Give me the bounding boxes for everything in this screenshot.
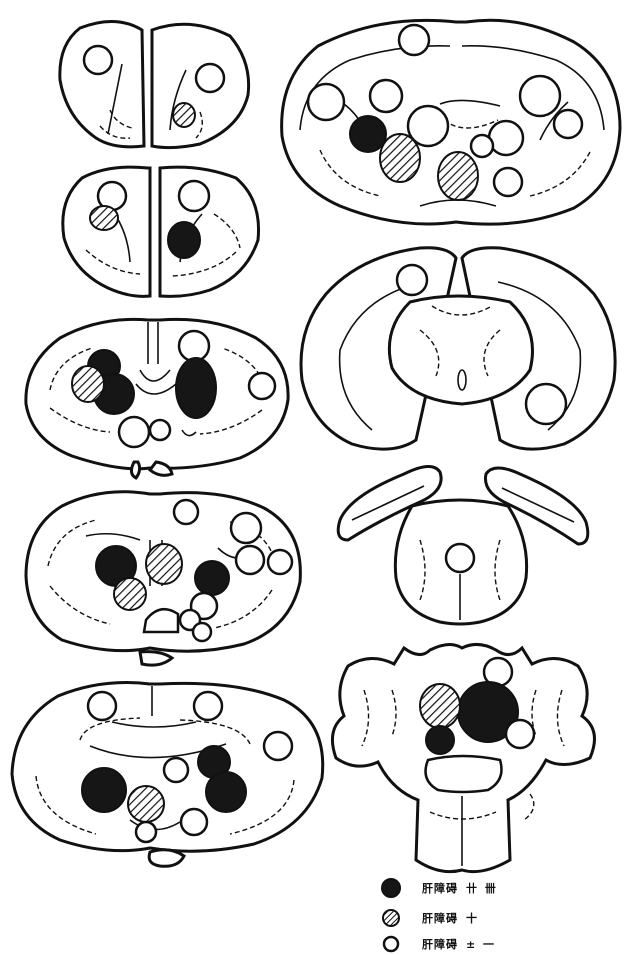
lesion-black	[350, 116, 386, 152]
lesion-white	[268, 550, 292, 574]
lesion-white	[179, 331, 209, 361]
legend-grade: ± 一	[466, 936, 496, 952]
section-left-5	[12, 683, 323, 867]
lesion-white	[88, 692, 116, 720]
lesion-hatched	[72, 366, 104, 402]
lesion-white	[194, 692, 222, 720]
lesion-hatched	[173, 103, 195, 127]
lesion-hatched	[114, 578, 146, 610]
lesion-white	[249, 373, 275, 399]
lesion-hatched	[146, 544, 182, 584]
lesion-white	[181, 809, 207, 835]
lesion-white	[426, 756, 502, 792]
lesion-white	[84, 46, 112, 74]
legend-grade: 卄 卌	[466, 880, 498, 896]
lesion-white	[554, 110, 582, 138]
lesion-white	[494, 168, 522, 196]
lesion-white	[506, 720, 534, 748]
lesion-white	[236, 546, 264, 574]
lesion-white	[119, 417, 149, 447]
section-right-2	[301, 248, 615, 449]
legend-severe: 肝障碍 卄 卌	[380, 877, 498, 899]
lesion-hatched	[438, 152, 478, 200]
legend-grade: 十	[466, 910, 479, 926]
lesion-white	[136, 822, 156, 842]
lesion-white	[520, 76, 560, 116]
section-left-1	[60, 21, 249, 147]
lesion-white	[399, 25, 429, 55]
lesion-black	[82, 768, 126, 812]
lesion-black	[206, 772, 246, 812]
section-right-3	[338, 466, 588, 624]
lesion-hatched	[128, 786, 164, 822]
black-circle-icon	[380, 877, 402, 899]
lesion-black	[426, 726, 454, 754]
lesion-white	[526, 384, 566, 424]
lesion-white	[174, 500, 198, 524]
lesion-white	[150, 420, 170, 440]
legend-label: 肝障碍	[422, 880, 458, 896]
lesion-white	[397, 265, 427, 295]
lesion-white	[264, 732, 292, 760]
section-left-2	[63, 167, 259, 296]
lesion-white	[179, 181, 209, 211]
lesion-hatched	[380, 134, 420, 182]
lesion-black	[168, 222, 200, 258]
legend-label: 肝障碍	[422, 910, 458, 926]
lesion-white	[193, 623, 211, 641]
legend-mild: 肝障碍 ± 一	[380, 933, 496, 955]
lesion-hatched	[420, 684, 460, 728]
section-left-3	[26, 319, 288, 478]
section-right-1	[282, 20, 620, 224]
legend-moderate: 肝障碍 十	[380, 907, 479, 929]
lesion-white	[489, 121, 523, 155]
lesion-white	[308, 84, 344, 120]
white-circle-icon	[380, 933, 402, 955]
lesion-white	[370, 80, 402, 112]
lesion-black	[195, 561, 229, 595]
section-right-4	[332, 644, 594, 871]
lesion-white	[446, 544, 474, 572]
lesion-black	[176, 358, 216, 418]
lesion-white	[231, 513, 261, 543]
section-left-4	[26, 492, 300, 665]
lesion-hatched	[90, 206, 118, 230]
hatched-circle-icon	[380, 907, 402, 929]
legend-label: 肝障碍	[422, 936, 458, 952]
lesion-white	[164, 758, 188, 782]
lesion-white	[471, 135, 493, 157]
lesion-white	[196, 64, 224, 92]
